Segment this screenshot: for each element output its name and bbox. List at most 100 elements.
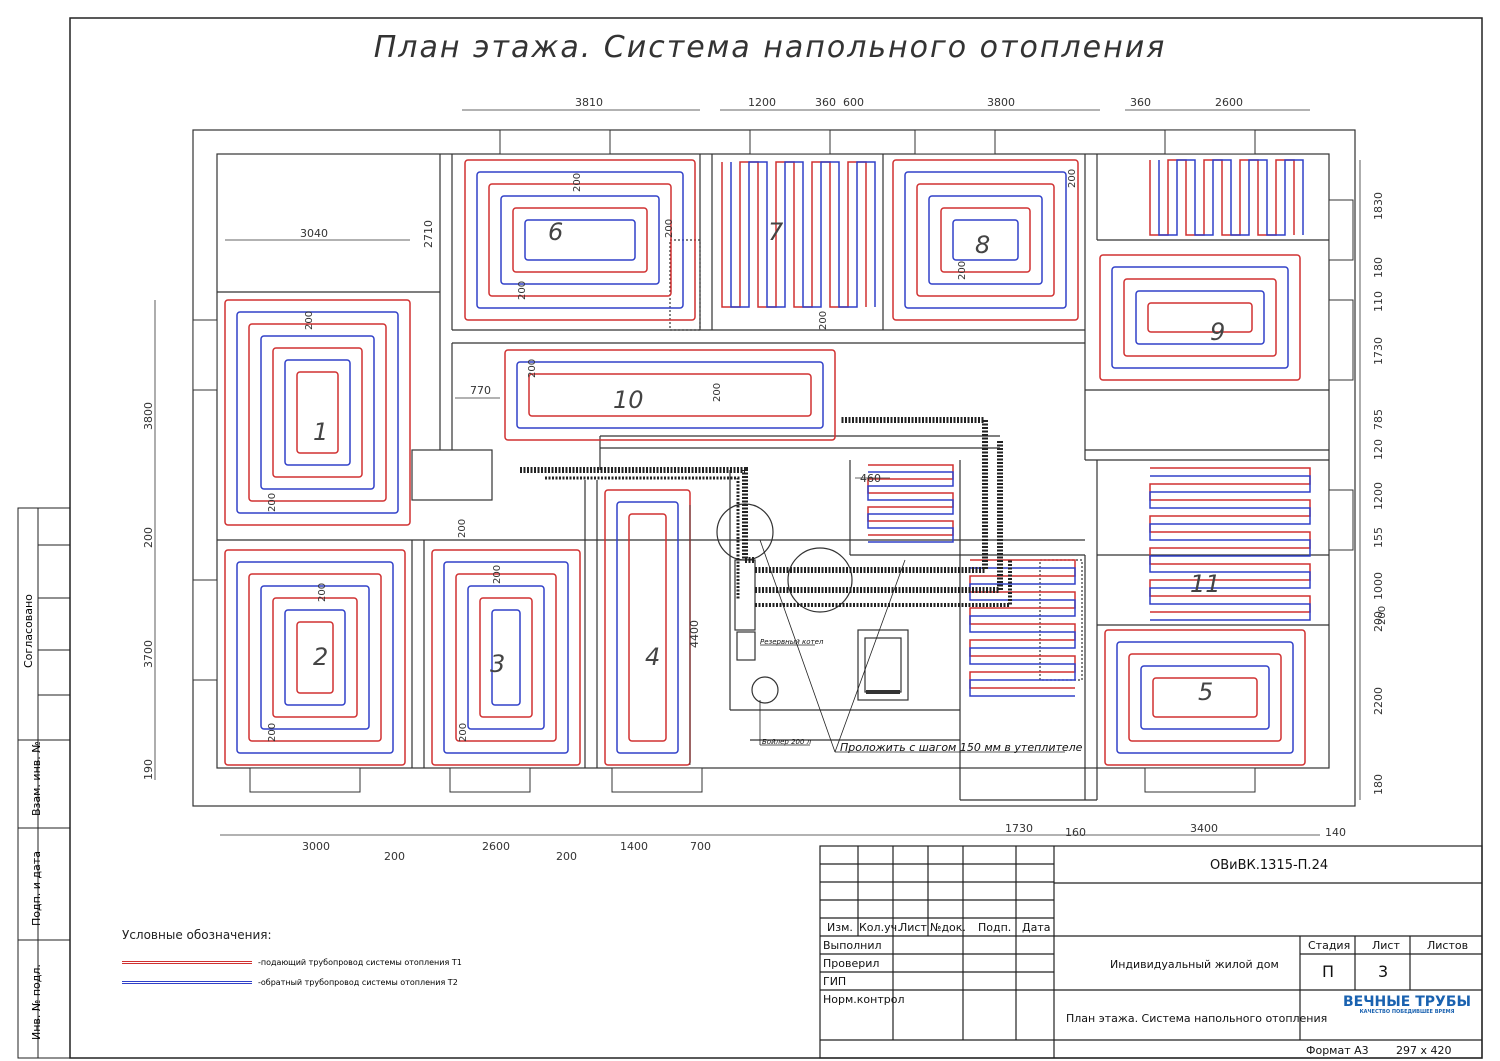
room9-pipe-4	[1147, 302, 1253, 333]
dim-right-0: 1830	[1372, 192, 1385, 220]
room3-pipe-4	[479, 597, 533, 718]
room3-pipe-3	[467, 585, 545, 730]
supply-line-icon	[122, 961, 252, 964]
dim-bottom-3: 200	[556, 850, 577, 863]
dim-bottom-6: 1730	[1005, 822, 1033, 835]
dim-right-3: 1730	[1372, 337, 1385, 365]
sheet-value: 3	[1378, 962, 1389, 981]
dim-left-0: 3800	[142, 402, 155, 430]
buffer-note: Бойлер 200 л	[762, 738, 812, 746]
dim-top-1: 1200	[748, 96, 776, 109]
format-label: Формат А3	[1306, 1044, 1369, 1057]
room6-pipe-2	[488, 183, 672, 297]
room1-pipe-2	[248, 323, 387, 502]
room1-pipe-3	[260, 335, 375, 490]
sheets-label: Листов	[1427, 939, 1469, 952]
dim-bottom-9: 140	[1325, 826, 1346, 839]
role-1: Проверил	[823, 957, 880, 970]
dim-right-2: 110	[1372, 291, 1385, 312]
doc-code: ОВиВК.1315-П.24	[1210, 858, 1329, 873]
dim-top-3: 600	[843, 96, 864, 109]
agreed-label: Согласовано	[22, 594, 35, 668]
room-number-5: 5	[1198, 678, 1213, 706]
sheet-name: План этажа. Система напольного отопления	[1066, 1012, 1328, 1025]
room4-pipe-2	[628, 513, 667, 742]
stamp-header-1: Кол.уч.	[859, 921, 901, 934]
dim-right-6: 1200	[1372, 482, 1385, 510]
step-label-2: 200	[304, 311, 315, 330]
step-label-4: 200	[457, 519, 468, 538]
drawing-title: План этажа. Система напольного отопления	[373, 30, 1167, 65]
windows	[192, 129, 1354, 793]
room9-pipe-1	[1111, 266, 1289, 369]
stamp-header-0: Изм.	[827, 921, 853, 934]
room10-pipe-2	[528, 373, 812, 417]
room-number-9: 9	[1210, 318, 1225, 346]
room6-pipe-5	[524, 219, 636, 261]
dim-inner-3: 460	[860, 472, 881, 485]
room5-pipe-0	[1104, 629, 1306, 766]
dim-left-1: 200	[142, 527, 155, 548]
room10-pipe-1	[516, 361, 824, 429]
stamp-table	[819, 845, 1483, 1059]
dim-right-8: 1000	[1372, 572, 1385, 600]
room8-pipe-1	[904, 171, 1067, 309]
stage-label: Стадия	[1308, 939, 1351, 952]
room-number-7: 7	[768, 218, 784, 246]
legend-title: Условные обозначения:	[122, 928, 272, 942]
room6-pipe-4	[512, 207, 648, 273]
room3-pipe-0	[431, 549, 581, 766]
step-label-7: 200	[267, 723, 278, 742]
room11-return-pipe	[1149, 475, 1311, 621]
dim-right-1: 180	[1372, 257, 1385, 278]
legend-supply: -подающий трубопровод системы отопления …	[122, 958, 462, 967]
room5-pipe-4	[1152, 677, 1258, 718]
room-number-1: 1	[313, 418, 328, 446]
legend-supply-text: -подающий трубопровод системы отопления …	[258, 958, 462, 967]
replaced-inv-label: Взам. инв. №	[30, 741, 43, 816]
room9b-return-pipe	[1158, 159, 1304, 236]
room6-pipe-1	[476, 171, 684, 309]
room-number-6: 6	[548, 218, 563, 246]
room2-pipe-1	[236, 561, 394, 754]
room1-pipe-5	[284, 359, 351, 466]
room1-pipe-0	[224, 299, 411, 526]
step-label-8: 200	[458, 723, 469, 742]
dim-top-2: 360	[815, 96, 836, 109]
pipe-note: Проложить с шагом 150 мм в утеплителе	[840, 741, 1083, 754]
room1-pipe-4	[272, 347, 363, 478]
room4-pipe-1	[616, 501, 679, 754]
room5-pipe-3	[1140, 665, 1270, 730]
dim-top-4: 3800	[987, 96, 1015, 109]
stamp-header-5: Дата	[1022, 921, 1051, 934]
logo-sub-text: КАЧЕСТВО ПОБЕДИВШЕЕ ВРЕМЯ	[1359, 1009, 1455, 1015]
dim-bottom-5: 700	[690, 840, 711, 853]
room7-return-pipe	[730, 161, 876, 308]
room8-pipe-5	[952, 219, 1019, 261]
step-label-0: 200	[572, 173, 583, 192]
step-label-5: 200	[317, 583, 328, 602]
fixtures	[411, 239, 1083, 704]
step-label-6: 200	[492, 565, 503, 584]
role-2: ГИП	[823, 975, 847, 988]
step-label-14: 200	[1067, 169, 1078, 188]
room2-pipe-5	[284, 609, 346, 706]
room-number-4: 4	[645, 643, 660, 671]
dimension-lines	[154, 109, 1361, 836]
return-line-icon	[122, 981, 252, 984]
room2-pipe-4	[272, 597, 358, 718]
room8-pipe-0	[892, 159, 1079, 321]
manifold-bundle	[520, 417, 1012, 607]
sheet-label: Лист	[1372, 939, 1400, 952]
room6-pipe-3	[500, 195, 660, 285]
room2-pipe-2	[248, 573, 382, 742]
room6-pipe-0	[464, 159, 696, 321]
room-number-2: 2	[313, 643, 328, 671]
room10-pipe-0	[504, 349, 836, 441]
format-size: 297 х 420	[1396, 1044, 1452, 1057]
room9b-supply-pipe	[1149, 159, 1295, 236]
room-number-3: 3	[490, 650, 505, 678]
